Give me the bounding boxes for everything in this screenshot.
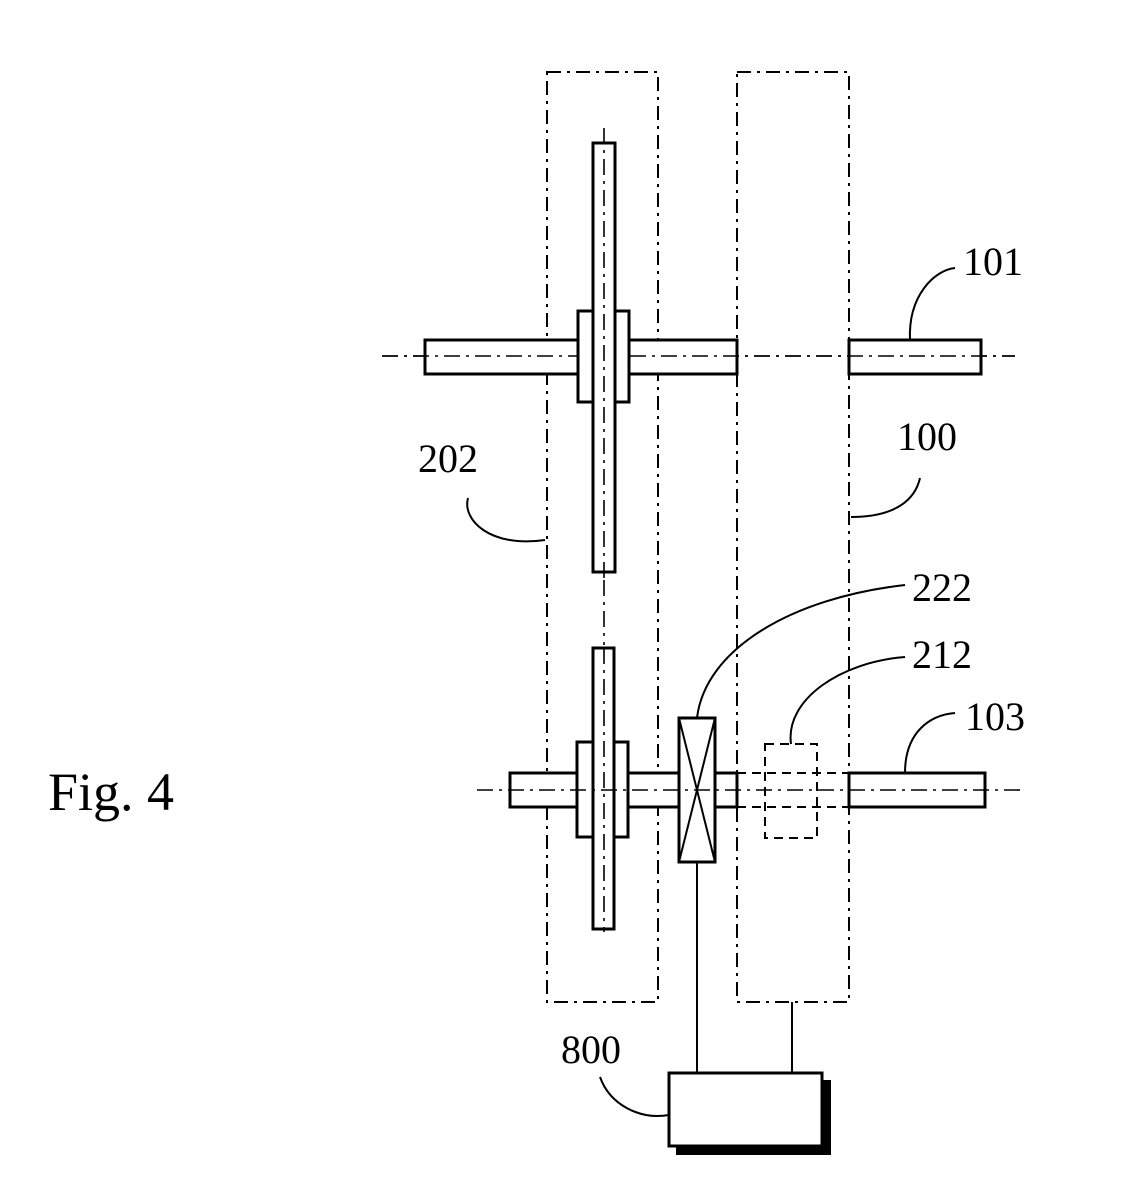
label-100: 100 [897,414,957,459]
optional-clutch-212 [765,744,817,838]
housing-box-100 [737,72,849,1002]
leader-222 [697,585,905,718]
leader-101 [910,268,955,340]
leader-103 [905,713,955,773]
figure-caption: Fig. 4 [48,762,174,822]
label-212: 212 [912,632,972,677]
leader-100 [851,478,920,517]
label-101: 101 [963,239,1023,284]
leader-202 [467,498,545,541]
label-103: 103 [965,694,1025,739]
upper-shaft-right [849,340,981,374]
controller-800 [669,1073,822,1146]
label-202: 202 [418,436,478,481]
label-222: 222 [912,565,972,610]
leader-212 [791,657,905,744]
leader-800 [600,1077,669,1116]
label-800: 800 [561,1027,621,1072]
